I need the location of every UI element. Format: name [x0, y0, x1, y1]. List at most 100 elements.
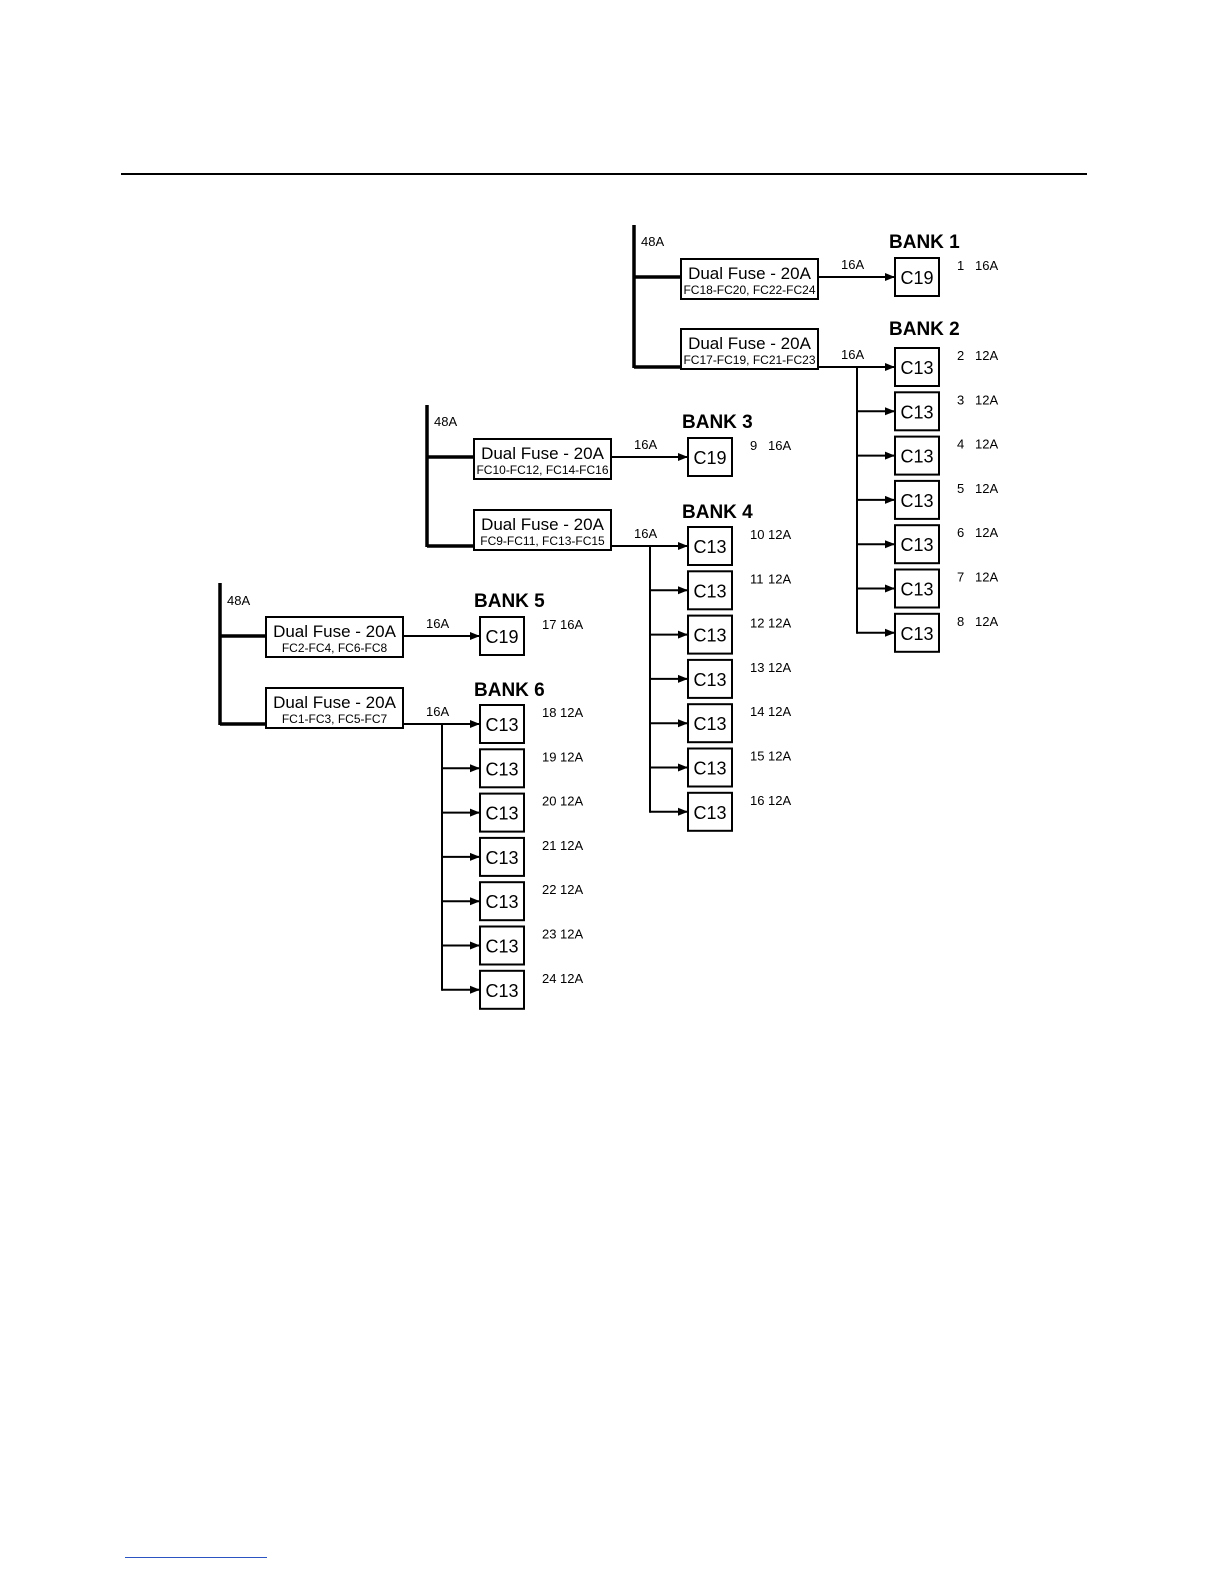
outlet-rating: 12A [560, 749, 583, 764]
outlet-number: 7 [957, 570, 964, 585]
footer-link-rule [125, 1557, 267, 1558]
outlet-box [687, 791, 733, 832]
outlet-rating: 12A [768, 527, 791, 542]
outlet-box [687, 614, 733, 655]
outlet-box [479, 616, 525, 656]
outlet-number: 1 [957, 258, 964, 273]
outlet-type: C13 [693, 626, 726, 646]
outlet-type: C13 [900, 491, 933, 511]
outlet-5: C13 5 12A [857, 479, 998, 520]
outlet-number: 5 [957, 481, 964, 496]
fuse-output-current: 16A [426, 704, 449, 719]
outlet-box [894, 479, 940, 520]
input-current-label: 48A [641, 234, 664, 249]
outlet-type: C13 [693, 714, 726, 734]
outlet-rating: 12A [560, 971, 583, 986]
outlet-number: 6 [957, 525, 964, 540]
fuse-circuits: FC18-FC20, FC22-FC24 [683, 283, 815, 297]
fuse-output-current: 16A [634, 526, 657, 541]
outlet-rating: 12A [560, 838, 583, 853]
fuse-circuits: FC2-FC4, FC6-FC8 [282, 641, 388, 655]
outlet-10: C13 10 12A [611, 526, 791, 566]
outlet-type: C13 [693, 581, 726, 601]
outlet-number: 22 [542, 882, 556, 897]
outlet-number: 16 [750, 793, 764, 808]
outlet-rating: 12A [560, 927, 583, 942]
outlet-number: 17 [542, 617, 556, 632]
outlet-type: C13 [485, 892, 518, 912]
outlet-number: 8 [957, 614, 964, 629]
outlet-box [479, 969, 525, 1010]
outlet-box [894, 612, 940, 653]
outlet-type: C13 [485, 759, 518, 779]
outlet-box [479, 881, 525, 922]
outlet-type: C13 [900, 358, 933, 378]
fuse-box [680, 328, 819, 370]
fuse-title: Dual Fuse - 20A [481, 515, 604, 534]
outlet-type: C13 [485, 848, 518, 868]
fuse-output-current: 16A [634, 437, 657, 452]
bank-label: BANK 2 [889, 319, 960, 340]
outlet-rating: 16A [975, 258, 998, 273]
outlet-number: 20 [542, 794, 556, 809]
outlet-8: C13 8 12A [857, 612, 998, 653]
outlet-type: C13 [693, 537, 726, 557]
outlet-rating: 16A [560, 617, 583, 632]
outlet-rating: 12A [975, 481, 998, 496]
fuse-box [265, 616, 404, 658]
outlet-box [687, 747, 733, 788]
outlet-type: C13 [693, 759, 726, 779]
fuse-output-current: 16A [841, 347, 864, 362]
outlet-number: 23 [542, 927, 556, 942]
fuse-circuits: FC17-FC19, FC21-FC23 [683, 353, 815, 367]
bank-label: BANK 4 [682, 502, 753, 523]
input-current-label: 48A [227, 593, 250, 608]
outlet-box [687, 437, 733, 477]
header-rule [121, 173, 1087, 175]
outlet-rating: 12A [975, 348, 998, 363]
outlet-box [894, 257, 940, 297]
outlet-box [894, 435, 940, 476]
fuse-output-current: 16A [841, 257, 864, 272]
outlet-type: C13 [900, 535, 933, 555]
outlet-type: C13 [485, 937, 518, 957]
outlet-box [894, 347, 940, 387]
fuse-box [473, 438, 612, 480]
bank-label: BANK 3 [682, 412, 753, 433]
outlet-number: 24 [542, 971, 556, 986]
outlet-number: 10 [750, 527, 764, 542]
outlet-rating: 12A [975, 392, 998, 407]
outlet-type: C13 [900, 624, 933, 644]
outlet-box [894, 524, 940, 565]
outlet-box [479, 792, 525, 833]
outlet-type: C13 [900, 402, 933, 422]
outlet-type: C19 [693, 448, 726, 468]
outlet-box [687, 526, 733, 566]
fuse-circuits: FC1-FC3, FC5-FC7 [282, 712, 388, 726]
outlet-number: 4 [957, 437, 964, 452]
outlet-box [479, 704, 525, 744]
outlet-box [479, 748, 525, 789]
outlet-number: 3 [957, 392, 964, 407]
fuse-title: Dual Fuse - 20A [688, 334, 811, 353]
outlet-number: 14 [750, 704, 764, 719]
outlet-rating: 12A [975, 614, 998, 629]
